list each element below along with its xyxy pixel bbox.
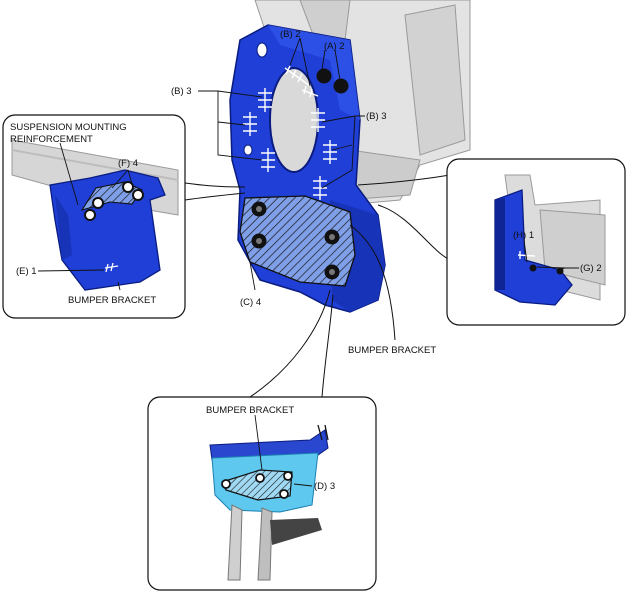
detail-panel-bottom [147, 396, 377, 591]
label-b3-left: (B) 3 [171, 86, 192, 97]
callout-labels: (A) 2 (B) 2 (B) 3 (B) 3 (C) 4 (D) 3 (E) … [10, 29, 602, 492]
label-b3-right: (B) 3 [366, 111, 387, 122]
weld-spots-c [251, 201, 340, 280]
label-bumper-bracket-left: BUMPER BRACKET [68, 295, 156, 306]
label-bumper-bracket-bottom: BUMPER BRACKET [206, 405, 294, 416]
detail-panel-right [446, 158, 626, 326]
detail-panel-left [2, 114, 186, 319]
weld-spots-a [316, 68, 349, 94]
leader-lines-main [198, 37, 365, 291]
label-h1: (H) 1 [513, 230, 534, 241]
label-g2: (G) 2 [580, 263, 602, 274]
seam-welds-b [243, 65, 337, 200]
label-a2: (A) 2 [324, 41, 345, 52]
main-bracket [229, 24, 386, 313]
label-f4: (F) 4 [118, 158, 138, 169]
label-bumper-bracket-main: BUMPER BRACKET [348, 345, 436, 356]
label-c4: (C) 4 [240, 297, 261, 308]
callout-connectors [184, 174, 451, 398]
label-d3: (D) 3 [314, 481, 335, 492]
label-suspension-line1: SUSPENSION MOUNTING [10, 122, 127, 133]
label-suspension-line2: REINFORCEMENT [10, 134, 93, 145]
label-b2: (B) 2 [280, 29, 301, 40]
label-e1: (E) 1 [16, 266, 37, 277]
